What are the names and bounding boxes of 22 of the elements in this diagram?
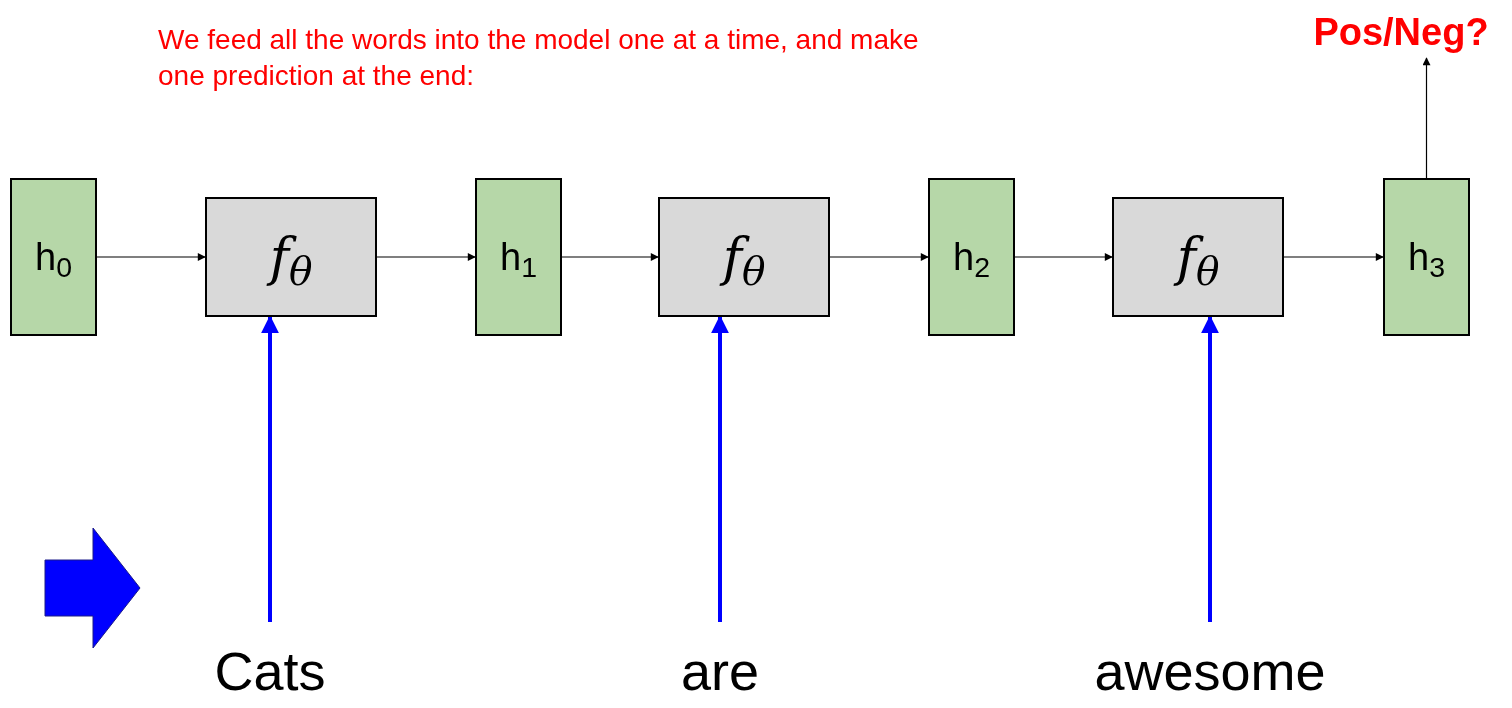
arrow [1014, 253, 1113, 261]
arrow [1422, 57, 1431, 179]
arrow [261, 315, 279, 622]
arrow [96, 253, 206, 261]
arrow [1283, 253, 1384, 261]
arrow [376, 253, 476, 261]
function-box: f$_{θ}$ [658, 197, 830, 317]
output-label: Pos/Neg? [1290, 6, 1512, 58]
input-word: are [665, 622, 775, 702]
note-text: We feed all the words into the model one at a time, and make one prediction at the end: [158, 23, 920, 93]
arrow [711, 315, 729, 622]
hidden-state-box: h$_{1}$ [475, 178, 562, 336]
arrow [561, 253, 659, 261]
hidden-state-box: h$_{2}$ [928, 178, 1015, 336]
arrow [1201, 315, 1219, 622]
input-word: Cats [195, 622, 345, 702]
arrow [829, 253, 929, 261]
function-box: f$_{θ}$ [205, 197, 377, 317]
hidden-state-box: h$_{0}$ [10, 178, 97, 336]
function-box: f$_{θ}$ [1112, 197, 1284, 317]
hidden-state-box: h$_{3}$ [1383, 178, 1470, 336]
input-word: awesome [1065, 622, 1355, 702]
